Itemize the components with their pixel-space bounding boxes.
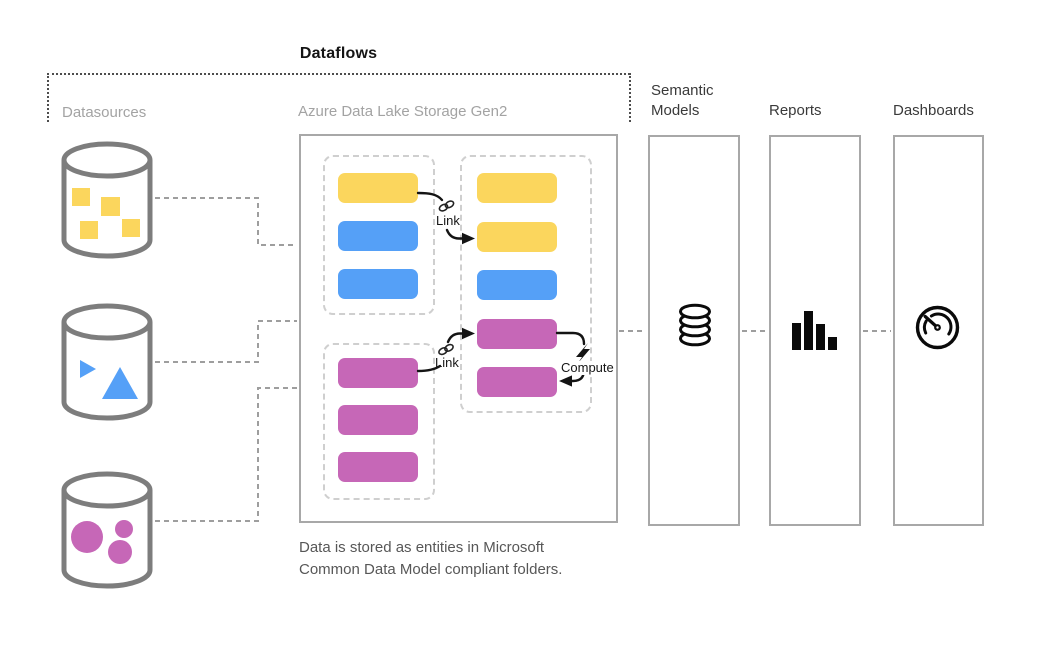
dataflow-folder-right (460, 155, 592, 413)
yellow-entity-block (477, 173, 557, 203)
magenta-entity-block (477, 367, 557, 397)
dataflow-folder-top (323, 155, 435, 315)
link-bottom-label: Link (435, 355, 459, 370)
adls-caption-line1: Data is stored as entities in Microsoft (299, 539, 545, 556)
semantic-models-label: Semantic Models (651, 81, 714, 121)
blue-entity-block (338, 221, 418, 251)
blue-entity-block (477, 270, 557, 300)
dataflow-folder-bottom (323, 343, 435, 500)
semantic-models-label-line2: Models (651, 102, 700, 119)
reports-container (769, 135, 861, 526)
adls-label: Azure Data Lake Storage Gen2 (298, 103, 508, 120)
table-datasource-icon (60, 141, 154, 259)
bar-chart-icon (792, 310, 839, 350)
blob-datasource-icon (60, 471, 154, 589)
entity-group-right (477, 173, 557, 397)
gauge-icon (914, 304, 961, 351)
entity-group-left-top (338, 173, 418, 299)
dashboards-label: Dashboards (893, 102, 974, 119)
dataflows-bracket-top (47, 73, 630, 75)
link-top-label: Link (436, 213, 460, 228)
reports-label: Reports (769, 102, 822, 119)
dataflows-bracket-right (629, 73, 631, 122)
magenta-entity-block (338, 405, 418, 435)
magenta-entity-block (477, 318, 557, 349)
diagram-title: Dataflows (299, 45, 378, 62)
yellow-entity-block (338, 173, 418, 203)
yellow-entity-block (477, 221, 557, 252)
media-datasource-icon (60, 303, 154, 421)
compute-label: Compute (559, 360, 616, 375)
adls-caption: Data is stored as entities in Microsoft … (299, 537, 562, 581)
semantic-models-label-line1: Semantic (651, 82, 714, 99)
entity-group-left-bottom (338, 358, 418, 482)
magenta-entity-block (338, 452, 418, 482)
database-stack-icon (677, 303, 713, 347)
dataflows-bracket-left (47, 73, 49, 122)
datasources-label: Datasources (62, 104, 147, 121)
magenta-entity-block (338, 358, 418, 388)
adls-caption-line2: Common Data Model compliant folders. (299, 561, 563, 578)
blue-entity-block (338, 269, 418, 299)
